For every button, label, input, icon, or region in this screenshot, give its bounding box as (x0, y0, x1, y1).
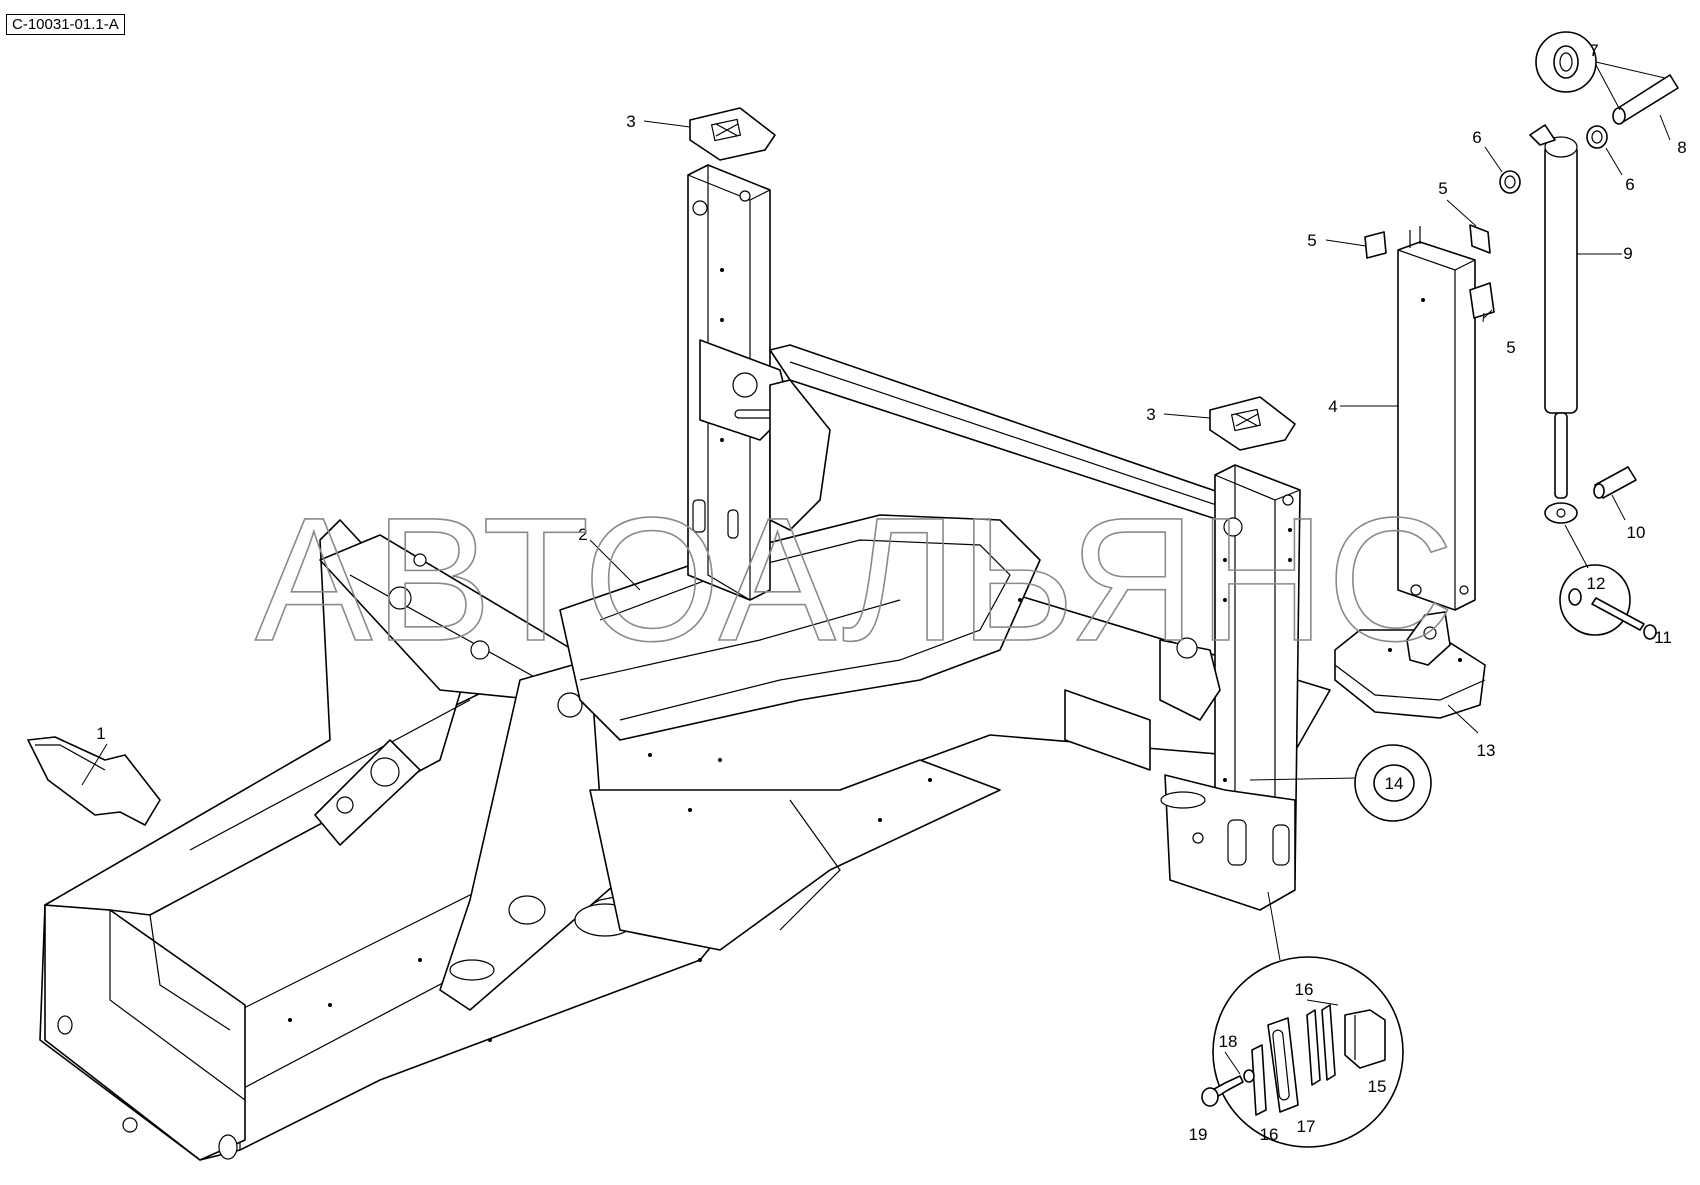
part-9-gas-strut[interactable] (1529, 124, 1578, 524)
callout-6a: 6 (1472, 128, 1481, 147)
detail-circle-12-11[interactable] (1559, 564, 1657, 640)
upper-crossbar[interactable] (769, 344, 1301, 541)
callout-14: 14 (1385, 774, 1404, 793)
part-5-shims[interactable] (1364, 224, 1495, 319)
main-frame[interactable] (39, 514, 1331, 1161)
part-10-pin[interactable] (1593, 466, 1637, 499)
diagram-code: C-10031-01.1-A (6, 14, 125, 35)
callout-11: 11 (1654, 628, 1672, 647)
leader-lines (81, 61, 1671, 1075)
part-6-bushing-a[interactable] (1499, 170, 1521, 194)
callout-17: 17 (1297, 1117, 1316, 1136)
watermark: АВТОАЛЬЯНС (255, 482, 1456, 678)
callout-5b: 5 (1438, 179, 1447, 198)
callout-2: 2 (578, 525, 587, 544)
callout-8: 8 (1677, 138, 1686, 157)
left-post[interactable] (687, 164, 791, 601)
part-8-pin[interactable] (1612, 74, 1679, 125)
part-13-base[interactable] (1334, 611, 1486, 719)
part-1-plate[interactable] (27, 736, 161, 826)
callout-19: 19 (1189, 1125, 1208, 1144)
callout-12: 12 (1587, 574, 1606, 593)
part-6-bushing-b[interactable] (1586, 125, 1608, 149)
callout-4: 4 (1328, 397, 1337, 416)
cap-plate-left[interactable] (689, 107, 776, 161)
callout-1: 1 (96, 724, 105, 743)
callout-6b: 6 (1625, 175, 1634, 194)
callout-5c: 5 (1506, 338, 1515, 357)
callout-3b: 3 (1146, 405, 1155, 424)
callout-16a: 16 (1295, 980, 1314, 999)
callout-9: 9 (1623, 244, 1632, 263)
detail-circle-14[interactable] (1354, 744, 1432, 822)
callout-18: 18 (1219, 1032, 1238, 1051)
callout-5a: 5 (1307, 231, 1316, 250)
callout-labels: 1 2 3 3 4 5 5 5 6 6 7 8 9 10 11 12 13 14… (96, 41, 1686, 1144)
callout-16b: 16 (1260, 1125, 1279, 1144)
callout-13: 13 (1477, 741, 1496, 760)
right-post[interactable] (1064, 464, 1301, 911)
cap-plate-right[interactable] (1209, 396, 1296, 451)
part-7-bushing-circle[interactable] (1535, 31, 1597, 93)
part-4-column[interactable] (1397, 226, 1476, 611)
callout-10: 10 (1627, 523, 1646, 542)
callout-3a: 3 (626, 112, 635, 131)
callout-15: 15 (1368, 1077, 1387, 1096)
detail-circle-15-19[interactable] (1201, 956, 1404, 1148)
callout-7: 7 (1589, 41, 1598, 60)
